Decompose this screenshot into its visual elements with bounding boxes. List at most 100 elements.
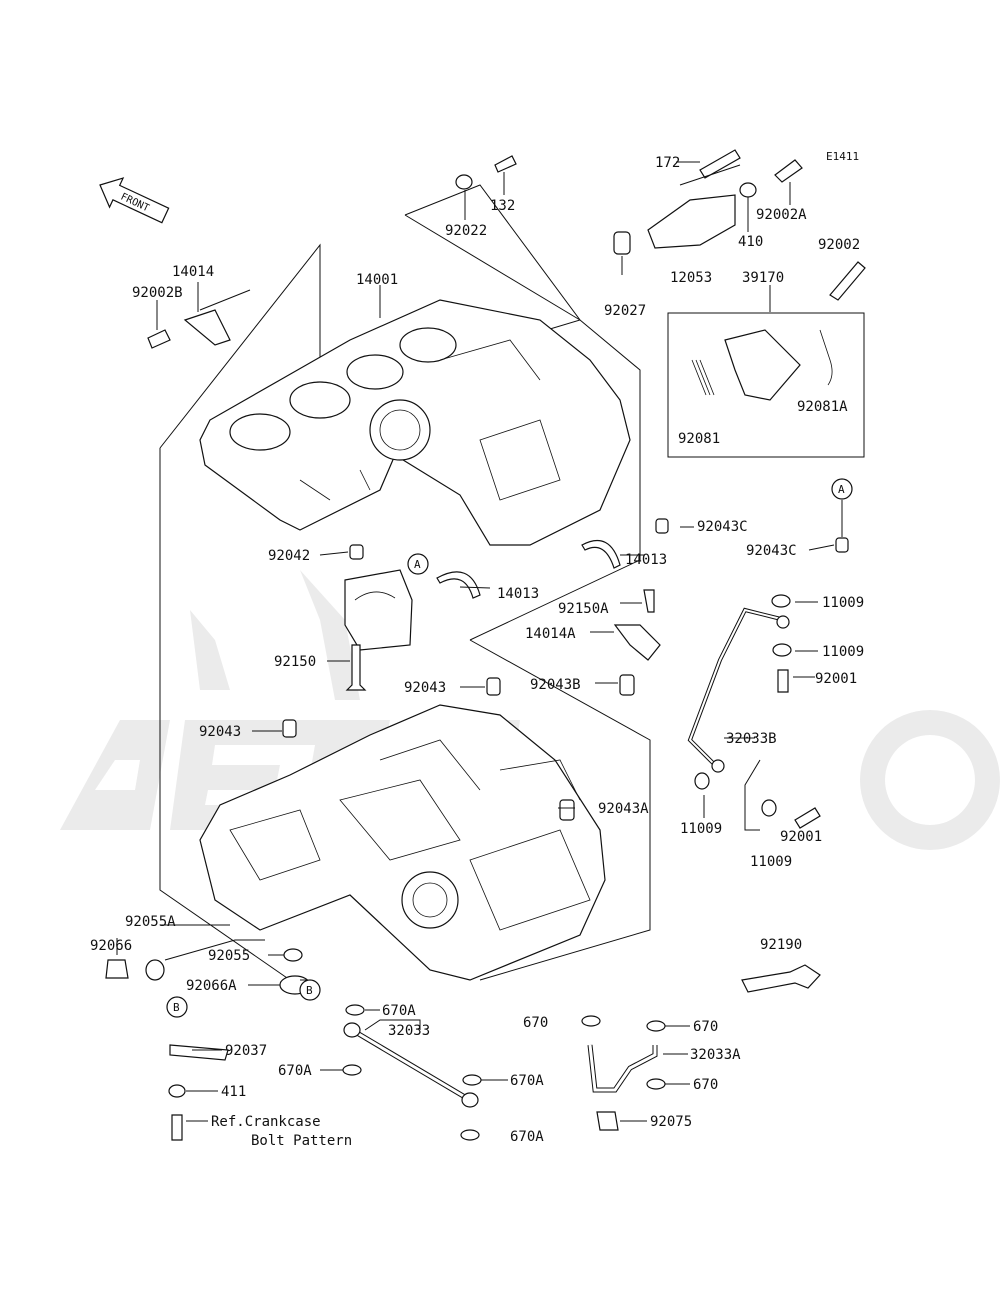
- callout-a-right-label: A: [838, 483, 845, 496]
- dowel-92043C-a: [655, 518, 669, 534]
- callout-b-lower-label: B: [306, 984, 313, 997]
- o-ring-670A-d: [460, 1129, 480, 1141]
- o-ring-670-b: [646, 1020, 666, 1032]
- tensioner-assembly-box: [667, 312, 865, 458]
- label-172: 172: [655, 155, 680, 171]
- label-39170: 39170: [742, 270, 784, 286]
- label-92066A: 92066A: [186, 978, 237, 994]
- bolt-132: [494, 155, 517, 173]
- label-92043C-2: 92043C: [746, 543, 797, 559]
- bolt-92150: [345, 644, 367, 691]
- label-92066: 92066: [90, 938, 132, 954]
- label-670-3: 670: [693, 1077, 718, 1093]
- callout-b-left-label: B: [173, 1001, 180, 1014]
- label-11009-2: 11009: [822, 644, 864, 660]
- bolt-92001-b: [794, 807, 821, 829]
- label-670-1: 670: [523, 1015, 548, 1031]
- label-14014: 14014: [172, 264, 214, 280]
- label-92043C-1: 92043C: [697, 519, 748, 535]
- label-92150A: 92150A: [558, 601, 609, 617]
- callout-a-upper: A: [407, 553, 429, 575]
- upper-crankcase: [199, 299, 631, 546]
- dowel-92043-a: [486, 677, 501, 696]
- label-410: 410: [738, 234, 763, 250]
- dowel-92043B: [619, 674, 635, 696]
- plug-92066: [105, 959, 129, 979]
- bearing-shell-14013-b: [436, 571, 481, 599]
- label-670A-2: 670A: [278, 1063, 312, 1079]
- o-ring-670A-a: [345, 1004, 365, 1016]
- callout-a-right: A: [831, 478, 853, 500]
- label-92002A: 92002A: [756, 207, 807, 223]
- label-32033A: 32033A: [690, 1047, 741, 1063]
- o-ring-670-a: [581, 1015, 601, 1027]
- label-92055A: 92055A: [125, 914, 176, 930]
- label-12053: 12053: [670, 270, 712, 286]
- ref-crankcase-note: Ref.Crankcase: [211, 1114, 321, 1130]
- label-92055: 92055: [208, 948, 250, 964]
- o-ring-92055A: [145, 959, 165, 981]
- label-92043B: 92043B: [530, 677, 581, 693]
- washer-11009-d: [761, 799, 777, 817]
- bolt-92002: [829, 261, 866, 301]
- front-arrow-icon: FRONT: [99, 177, 170, 224]
- dowel-92043C-b: [835, 537, 849, 553]
- label-92043-2: 92043: [199, 724, 241, 740]
- label-670A-1: 670A: [382, 1003, 416, 1019]
- dowel-92043-b: [282, 719, 297, 738]
- bolt-92002B: [147, 329, 171, 349]
- washer-92022: [455, 174, 473, 190]
- label-92022: 92022: [445, 223, 487, 239]
- label-92037: 92037: [225, 1043, 267, 1059]
- bearing-insert-14014A: [613, 624, 661, 661]
- guide-12053: [647, 194, 736, 249]
- callout-b-lower: B: [299, 979, 321, 1001]
- label-11009-3: 11009: [680, 821, 722, 837]
- o-ring-670A-b: [342, 1064, 362, 1076]
- hose-92190: [741, 964, 821, 993]
- label-92002B: 92002B: [132, 285, 183, 301]
- bolt-92001-a: [777, 669, 789, 693]
- label-14001: 14001: [356, 272, 398, 288]
- label-92043A: 92043A: [598, 801, 649, 817]
- label-92075: 92075: [650, 1114, 692, 1130]
- o-ring-670A-c: [462, 1074, 482, 1086]
- clamp-92075: [596, 1111, 619, 1131]
- label-92081: 92081: [678, 431, 720, 447]
- bolt-92002A: [774, 159, 803, 183]
- label-92027: 92027: [604, 303, 646, 319]
- label-11009-4: 11009: [750, 854, 792, 870]
- plate-92037: [169, 1044, 229, 1061]
- label-14013-2: 14013: [497, 586, 539, 602]
- oil-pipe-32033: [343, 1022, 479, 1108]
- label-11009-1: 11009: [822, 595, 864, 611]
- washer-11009-a: [771, 594, 791, 608]
- label-32033: 32033: [388, 1023, 430, 1039]
- label-92081A: 92081A: [797, 399, 848, 415]
- o-ring-670-c: [646, 1078, 666, 1090]
- label-92001-2: 92001: [780, 829, 822, 845]
- diagram-id: E1411: [826, 150, 859, 163]
- label-92001-1: 92001: [815, 671, 857, 687]
- label-670A-3: 670A: [510, 1073, 544, 1089]
- lower-crankcase: [199, 704, 606, 981]
- label-92002: 92002: [818, 237, 860, 253]
- bolt-92150A: [643, 589, 655, 613]
- label-670A-4: 670A: [510, 1129, 544, 1145]
- collar-92027: [613, 231, 631, 255]
- label-92190: 92190: [760, 937, 802, 953]
- label-92042: 92042: [268, 548, 310, 564]
- bearing-cap-block: [344, 569, 413, 651]
- label-670-2: 670: [693, 1019, 718, 1035]
- bearing-shell-14013-a: [581, 540, 621, 569]
- bolt-pattern-note: Bolt Pattern: [251, 1133, 352, 1149]
- oil-pipe-32033A: [587, 1044, 658, 1093]
- label-14013-1: 14013: [625, 552, 667, 568]
- bearing-insert-14014: [183, 309, 231, 346]
- ref-bolt-icon: [171, 1114, 183, 1141]
- leader-lines: [116, 161, 843, 1122]
- washer-11009-b: [772, 643, 792, 657]
- label-92150: 92150: [274, 654, 316, 670]
- washer-11009-c: [694, 772, 710, 790]
